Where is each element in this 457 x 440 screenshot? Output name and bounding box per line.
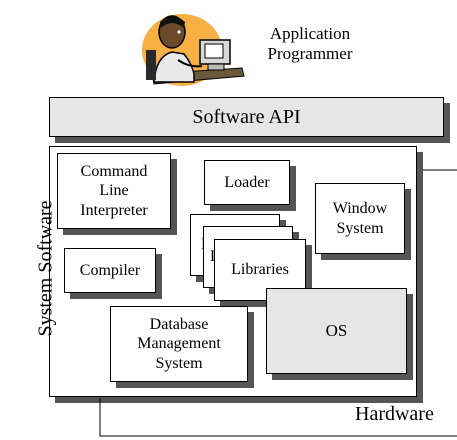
window-system-box: Window System [315, 183, 405, 254]
command-line-interpreter-box: Command Line Interpreter [57, 153, 171, 229]
programmer-at-computer-icon [142, 14, 245, 86]
software-api-layer: Software API [49, 97, 444, 137]
os-label: OS [325, 320, 348, 340]
loader-box: Loader [204, 160, 290, 205]
compiler-label: Compiler [79, 261, 141, 279]
loader-label: Loader [224, 173, 270, 191]
application-programmer-label: Application Programmer [267, 24, 353, 64]
software-api-label: Software API [192, 106, 301, 128]
command-line-interpreter-label: Command Line Interpreter [80, 163, 148, 219]
os-box: OS [266, 288, 407, 374]
libraries-label: Libraries [231, 261, 289, 279]
window-system-label: Window System [332, 200, 388, 237]
hardware-label: Hardware [355, 403, 434, 425]
compiler-box: Compiler [64, 248, 156, 293]
dbms-label: Database Management System [137, 316, 221, 372]
dbms-box: Database Management System [110, 306, 248, 382]
